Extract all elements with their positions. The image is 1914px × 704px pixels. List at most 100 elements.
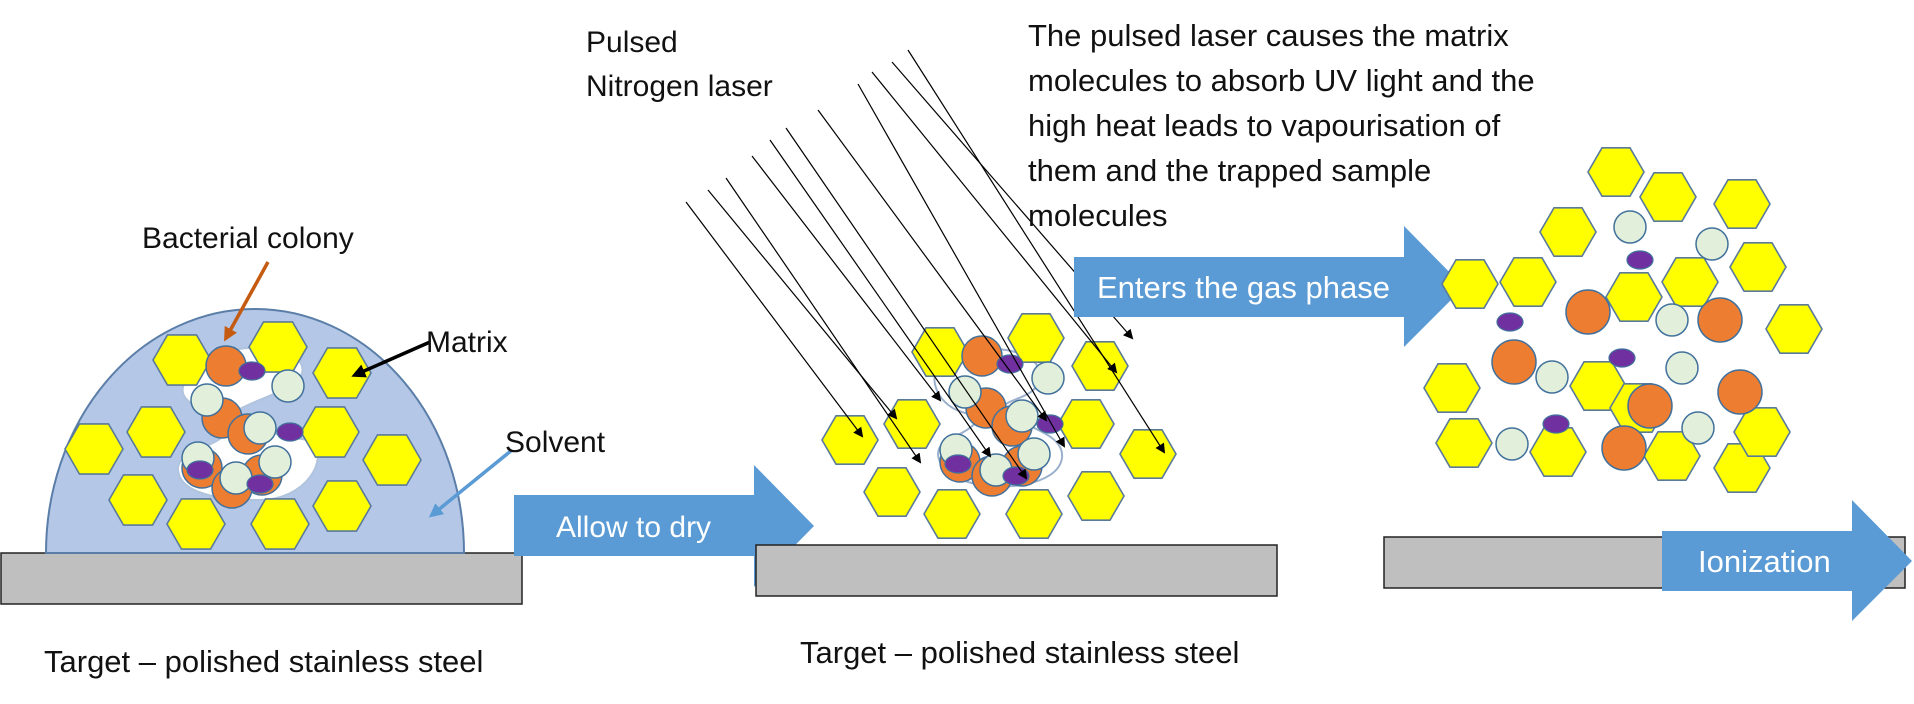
matrix-label: Matrix <box>426 326 508 359</box>
laser-beam <box>769 139 992 458</box>
matrix-molecule <box>821 414 879 466</box>
matrix-molecule <box>1119 428 1177 480</box>
sample-protein <box>944 454 972 474</box>
sample-molecule-pale <box>271 369 305 403</box>
sample-protein <box>1542 414 1570 434</box>
matrix-molecule <box>1605 271 1663 323</box>
sample-molecule-pale <box>1005 399 1039 433</box>
sample-protein <box>238 361 266 381</box>
matrix-leader <box>351 340 431 378</box>
laser-beam <box>707 189 898 420</box>
sample-molecule-pale <box>1535 360 1569 394</box>
laser-beam <box>817 109 1048 422</box>
matrix-molecule <box>1441 258 1499 310</box>
sample-molecule-pale <box>1017 437 1051 471</box>
matrix-molecule <box>1639 172 1697 222</box>
matrix-molecule <box>166 498 226 550</box>
matrix-molecule <box>362 434 422 486</box>
sample-molecule-orange <box>1565 289 1611 335</box>
sample-protein <box>1036 414 1064 434</box>
sample-protein <box>186 460 214 480</box>
sample-protein <box>246 474 274 494</box>
sample-molecule-orange <box>1697 297 1743 343</box>
matrix-molecule <box>312 347 372 399</box>
sample-protein <box>276 422 304 442</box>
sample-molecule-pale <box>190 383 224 417</box>
solvent-label: Solvent <box>505 426 606 459</box>
sample-molecule-orange <box>1627 383 1673 429</box>
sample-molecule-pale <box>1695 227 1729 261</box>
allow-to-dry-arrow <box>514 465 814 587</box>
matrix-crystals-left <box>64 321 422 550</box>
matrix-molecule <box>1499 256 1557 308</box>
sample-molecule-orange <box>1717 369 1763 415</box>
sample-molecule-pale <box>1681 411 1715 445</box>
sample-molecule-pale <box>1495 427 1529 461</box>
matrix-molecule <box>1539 207 1597 258</box>
laser-beam <box>871 71 1118 374</box>
sample-protein <box>1626 250 1654 270</box>
laser-beam <box>907 49 1166 454</box>
matrix-molecule <box>126 406 186 458</box>
matrix-molecule <box>1071 340 1129 392</box>
matrix-molecule <box>1005 488 1063 540</box>
matrix-molecule <box>1057 398 1115 450</box>
sample-molecule-pale <box>1031 361 1065 395</box>
bacterial-colony-leader <box>224 261 270 342</box>
laser-beam <box>857 83 1065 448</box>
matrix-molecule <box>1661 256 1719 308</box>
target-label-left: Target – polished stainless steel <box>44 644 483 679</box>
laser-beam <box>785 127 1028 480</box>
bacterial-colony-label: Bacterial colony <box>142 222 354 255</box>
description-line-2: molecules to absorb UV light and the <box>1028 63 1535 98</box>
laser-label-line2: Nitrogen laser <box>586 70 773 103</box>
matrix-molecule <box>1067 470 1125 522</box>
sample-molecule-orange <box>1601 425 1647 471</box>
matrix-molecule <box>64 423 124 475</box>
laser-beam <box>751 155 942 402</box>
matrix-molecule <box>312 480 372 532</box>
steel-target-left <box>0 552 523 605</box>
solvent-leader <box>428 448 514 518</box>
sample-molecule-orange <box>961 335 1003 377</box>
matrix-molecule <box>152 334 212 386</box>
matrix-molecule <box>108 474 168 526</box>
target-label-middle: Target – polished stainless steel <box>800 635 1239 670</box>
allow-to-dry-label: Allow to dry <box>556 511 711 544</box>
matrix-molecule <box>1713 179 1771 229</box>
matrix-molecule <box>1529 426 1587 478</box>
matrix-molecule <box>923 488 981 540</box>
sample-molecule-pale <box>243 411 277 445</box>
matrix-molecule <box>1729 242 1787 293</box>
gas-phase-label: Enters the gas phase <box>1097 270 1390 305</box>
sample-molecule-pale <box>258 445 292 479</box>
matrix-molecule <box>883 398 941 450</box>
description-line-5: molecules <box>1028 198 1168 233</box>
matrix-molecule <box>1435 417 1493 469</box>
matrix-molecule <box>863 466 921 518</box>
matrix-molecule <box>1587 147 1645 197</box>
sample-molecule-pale <box>1655 303 1689 337</box>
sample-protein <box>1496 312 1524 332</box>
matrix-molecule <box>1765 303 1823 355</box>
laser-label-line1: Pulsed <box>586 26 678 59</box>
steel-target-middle <box>755 544 1278 597</box>
matrix-molecule <box>1733 406 1791 458</box>
description-line-3: high heat leads to vapourisation of <box>1028 108 1501 143</box>
sample-protein <box>996 354 1024 374</box>
matrix-crystals-middle <box>821 312 1177 540</box>
sample-molecule-pale <box>219 461 253 495</box>
laser-beam <box>725 177 922 464</box>
ionization-arrow <box>1662 500 1912 621</box>
sample-molecule-orange <box>1491 339 1537 385</box>
sample-molecule-pale <box>1613 210 1647 244</box>
gas-phase-arrow <box>1074 226 1464 347</box>
ionization-label: Ionization <box>1698 544 1831 579</box>
matrix-molecule <box>250 498 310 550</box>
sample-molecules-gas-phase <box>1491 210 1763 471</box>
sample-molecules-left <box>181 345 305 509</box>
description-line-1: The pulsed laser causes the matrix <box>1028 18 1509 53</box>
sample-molecule-orange <box>205 345 247 387</box>
sample-molecule-pale <box>1665 351 1699 385</box>
